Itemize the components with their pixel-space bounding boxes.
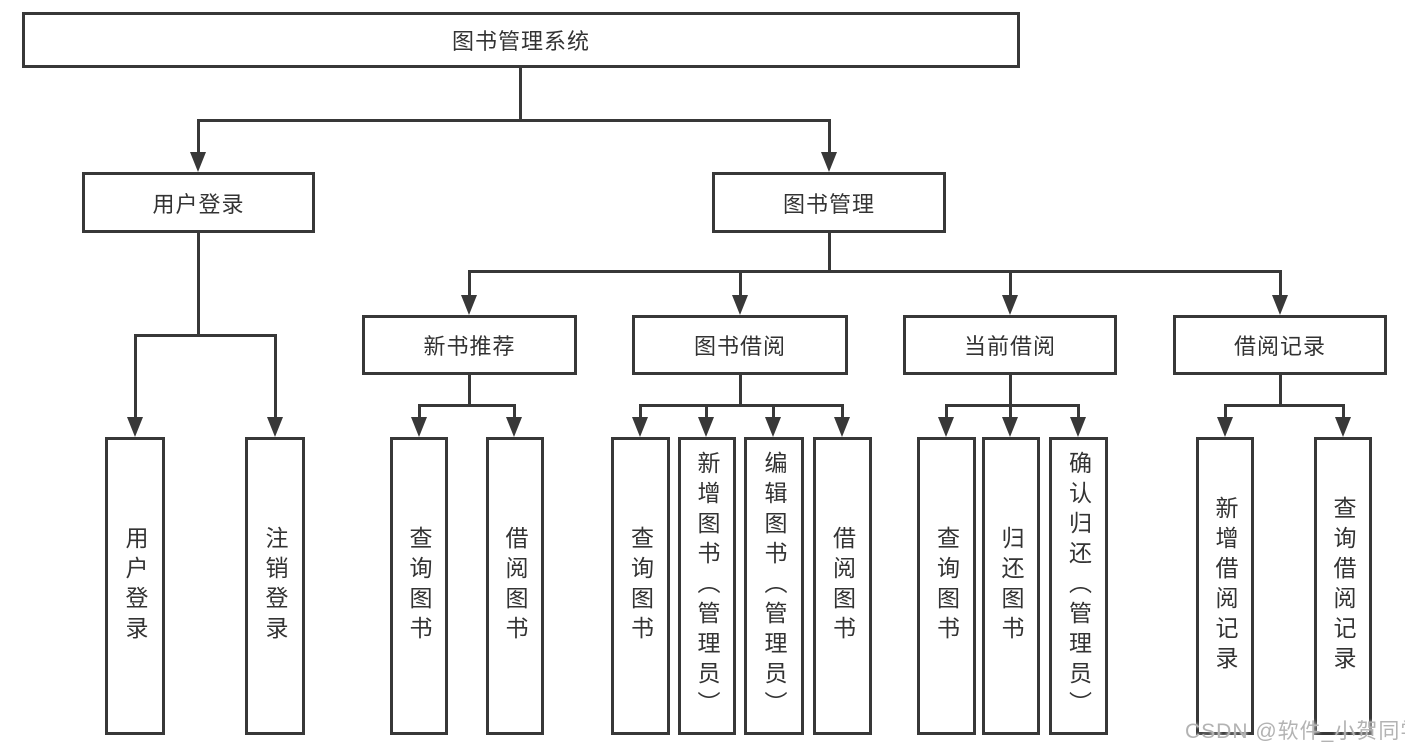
connector-vline — [739, 375, 742, 406]
connector-vline — [1279, 375, 1282, 406]
arrowhead-down-icon — [1335, 417, 1351, 437]
connector-hline — [468, 270, 1281, 273]
leaf-borrow-books-1: 借阅图书 — [486, 437, 544, 735]
connector-hline — [639, 404, 844, 407]
connector-vline — [519, 68, 522, 120]
leaf-query-books-3: 查询图书 — [917, 437, 976, 735]
connector-vline — [828, 233, 831, 273]
leaf-confirm-return-admin: 确认归还（管理员） — [1049, 437, 1108, 735]
connector-vline — [197, 233, 200, 336]
arrowhead-down-icon — [732, 295, 748, 315]
connector-vline — [1009, 404, 1012, 418]
connector-vline — [945, 404, 948, 418]
arrowhead-down-icon — [1272, 295, 1288, 315]
connector-vline — [1342, 404, 1345, 418]
connector-vline — [197, 119, 200, 154]
arrowhead-down-icon — [411, 417, 427, 437]
arrowhead-down-icon — [632, 417, 648, 437]
node-book-borrow: 图书借阅 — [632, 315, 848, 375]
connector-vline — [418, 404, 421, 418]
csdn-watermark: CSDN @软件_小贺同学 — [1185, 720, 1405, 743]
arrowhead-down-icon — [461, 295, 477, 315]
arrowhead-down-icon — [1070, 417, 1086, 437]
connector-vline — [1009, 375, 1012, 406]
arrowhead-down-icon — [1002, 295, 1018, 315]
arrowhead-down-icon — [127, 417, 143, 437]
connector-vline — [468, 375, 471, 406]
connector-vline — [772, 404, 775, 418]
connector-vline — [274, 334, 277, 418]
node-borrow-record: 借阅记录 — [1173, 315, 1387, 375]
leaf-query-books-1: 查询图书 — [390, 437, 448, 735]
leaf-borrow-books-2: 借阅图书 — [813, 437, 872, 735]
connector-vline — [1279, 270, 1282, 297]
arrowhead-down-icon — [1002, 417, 1018, 437]
leaf-query-borrow-record: 查询借阅记录 — [1314, 437, 1372, 735]
connector-vline — [639, 404, 642, 418]
leaf-edit-books-admin: 编辑图书（管理员） — [744, 437, 804, 735]
connector-vline — [1009, 270, 1012, 297]
connector-vline — [828, 119, 831, 154]
connector-vline — [841, 404, 844, 418]
connector-hline — [197, 119, 831, 122]
connector-hline — [134, 334, 276, 337]
node-root-system: 图书管理系统 — [22, 12, 1020, 68]
arrowhead-down-icon — [1217, 417, 1233, 437]
arrowhead-down-icon — [190, 152, 206, 172]
connector-hline — [1224, 404, 1345, 407]
node-book-management: 图书管理 — [712, 172, 946, 233]
arrowhead-down-icon — [938, 417, 954, 437]
connector-vline — [705, 404, 708, 418]
connector-hline — [418, 404, 516, 407]
arrowhead-down-icon — [267, 417, 283, 437]
connector-vline — [513, 404, 516, 418]
node-new-book-recommend: 新书推荐 — [362, 315, 577, 375]
leaf-return-books: 归还图书 — [982, 437, 1040, 735]
arrowhead-down-icon — [834, 417, 850, 437]
arrowhead-down-icon — [765, 417, 781, 437]
arrowhead-down-icon — [821, 152, 837, 172]
node-current-borrow: 当前借阅 — [903, 315, 1117, 375]
connector-vline — [468, 270, 471, 297]
leaf-query-books-2: 查询图书 — [611, 437, 670, 735]
connector-vline — [1077, 404, 1080, 418]
arrowhead-down-icon — [506, 417, 522, 437]
leaf-add-books-admin: 新增图书（管理员） — [678, 437, 736, 735]
leaf-user-login: 用户登录 — [105, 437, 165, 735]
connector-hline — [945, 404, 1079, 407]
connector-vline — [134, 334, 137, 418]
leaf-add-borrow-record: 新增借阅记录 — [1196, 437, 1254, 735]
connector-vline — [739, 270, 742, 297]
arrowhead-down-icon — [698, 417, 714, 437]
connector-vline — [1224, 404, 1227, 418]
node-user-login: 用户登录 — [82, 172, 315, 233]
leaf-logout: 注销登录 — [245, 437, 305, 735]
